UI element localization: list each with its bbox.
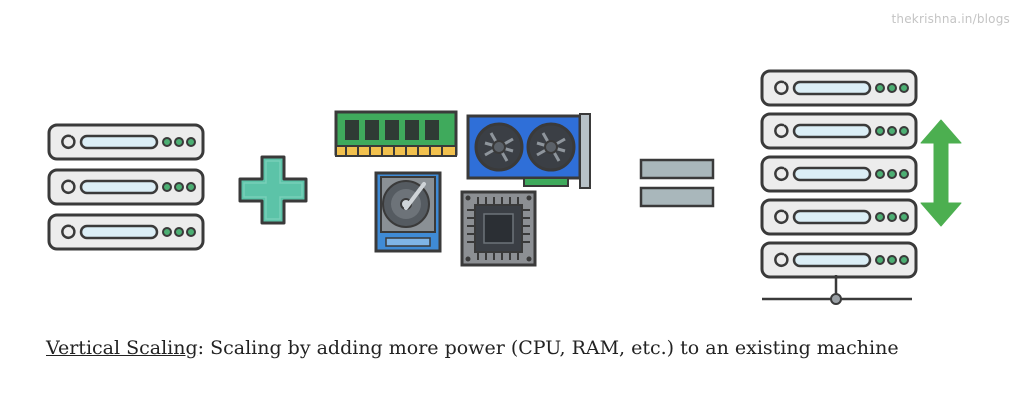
- server-unit: [760, 112, 918, 150]
- hard-drive-icon: [374, 171, 442, 253]
- cpu-board-icon: [460, 190, 537, 267]
- server-unit: [760, 241, 918, 279]
- server-unit: [47, 213, 205, 251]
- plus-icon: [238, 155, 308, 225]
- server-unit: [47, 168, 205, 206]
- caption-text: : Scaling by adding more power (CPU, RAM…: [197, 337, 899, 359]
- right-server-stack: [760, 69, 918, 279]
- vertical-double-arrow-icon: [920, 119, 962, 227]
- server-unit: [760, 198, 918, 236]
- server-unit: [760, 155, 918, 193]
- watermark: thekrishna.in/blogs: [891, 12, 1010, 26]
- caption: Vertical Scaling: Scaling by adding more…: [46, 337, 899, 359]
- equals-icon: [639, 158, 715, 208]
- caption-term: Vertical Scaling: [46, 337, 198, 359]
- left-server-stack: [47, 123, 205, 251]
- ram-module-icon: [334, 110, 458, 157]
- rack-base-line: [762, 275, 912, 305]
- graphics-card-icon: [466, 113, 591, 189]
- vertical-scaling-diagram: [47, 69, 962, 305]
- server-unit: [760, 69, 918, 107]
- server-unit: [47, 123, 205, 161]
